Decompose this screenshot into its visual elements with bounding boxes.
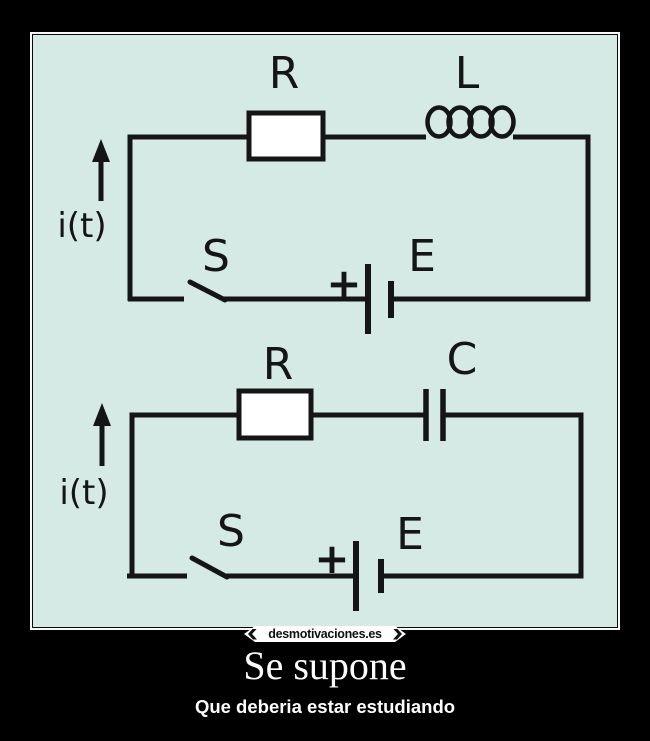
coil-loop [488, 105, 516, 139]
rl-circuit [92, 105, 591, 334]
watermark-badge: desmotivaciones.es [244, 626, 406, 642]
current-label: i(t) [59, 473, 108, 513]
current-arrow-icon [93, 403, 111, 466]
inductor-label: L [455, 48, 480, 99]
wire [127, 134, 249, 301]
circuit-photo: i(t) R L S E + [33, 35, 617, 627]
resistor-label: R [263, 339, 294, 390]
rc-circuit [93, 388, 584, 611]
meme-title: Se supone [243, 643, 407, 688]
inductor-coil [425, 105, 516, 139]
rc-circuit-labels: i(t) R C S E + [59, 334, 477, 583]
switch-label: S [217, 506, 245, 557]
rl-circuit-labels: i(t) R L S E + [57, 48, 479, 308]
resistor-label: R [269, 48, 300, 99]
source-label: E [408, 231, 436, 282]
capacitor-label: C [447, 334, 478, 385]
polarity-label: + [326, 259, 361, 308]
photo-frame: i(t) R L S E + [30, 32, 620, 630]
arrow-head [92, 139, 110, 162]
resistor-body [236, 388, 314, 441]
circuits-drawing: i(t) R L S E + [57, 48, 591, 611]
switch-lever [189, 555, 230, 580]
resistor-body [246, 110, 326, 162]
source-label: E [396, 509, 424, 560]
wire [129, 412, 239, 578]
wire [393, 134, 591, 302]
polarity-label: + [314, 534, 349, 583]
current-label: i(t) [57, 206, 106, 246]
arrow-head [93, 403, 111, 426]
meme-subtitle: Que deberia estar estudiando [194, 696, 456, 717]
watermark-text: desmotivaciones.es [268, 627, 382, 641]
wire [383, 412, 584, 579]
current-arrow-icon [92, 139, 110, 201]
switch-label: S [202, 231, 230, 282]
switch-lever [187, 279, 228, 303]
